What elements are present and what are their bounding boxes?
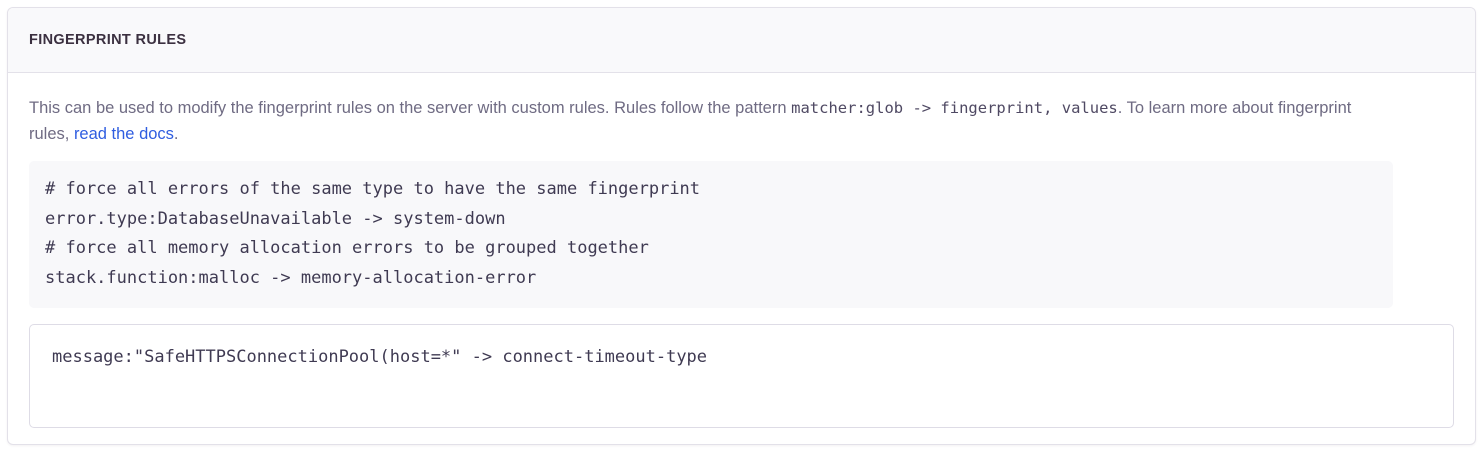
fingerprint-rules-panel: FINGERPRINT RULES This can be used to mo… xyxy=(7,7,1476,445)
panel-header: FINGERPRINT RULES xyxy=(8,8,1475,73)
read-the-docs-link[interactable]: read the docs xyxy=(73,125,174,143)
fingerprint-rules-description: This can be used to modify the fingerpri… xyxy=(29,95,1374,147)
page-title: FINGERPRINT RULES xyxy=(29,31,187,48)
pattern-inline-code: matcher:glob -> fingerprint, values xyxy=(791,99,1118,117)
fingerprint-rules-input[interactable] xyxy=(29,324,1454,428)
example-rules-code-block: # force all errors of the same type to h… xyxy=(29,161,1393,308)
description-text-part1: This can be used to modify the fingerpri… xyxy=(29,99,792,117)
description-text-part2: . To learn more about fingerprint rules, xyxy=(29,99,1352,143)
panel-body: This can be used to modify the fingerpri… xyxy=(8,73,1475,428)
description-text-part3: . xyxy=(173,125,179,143)
